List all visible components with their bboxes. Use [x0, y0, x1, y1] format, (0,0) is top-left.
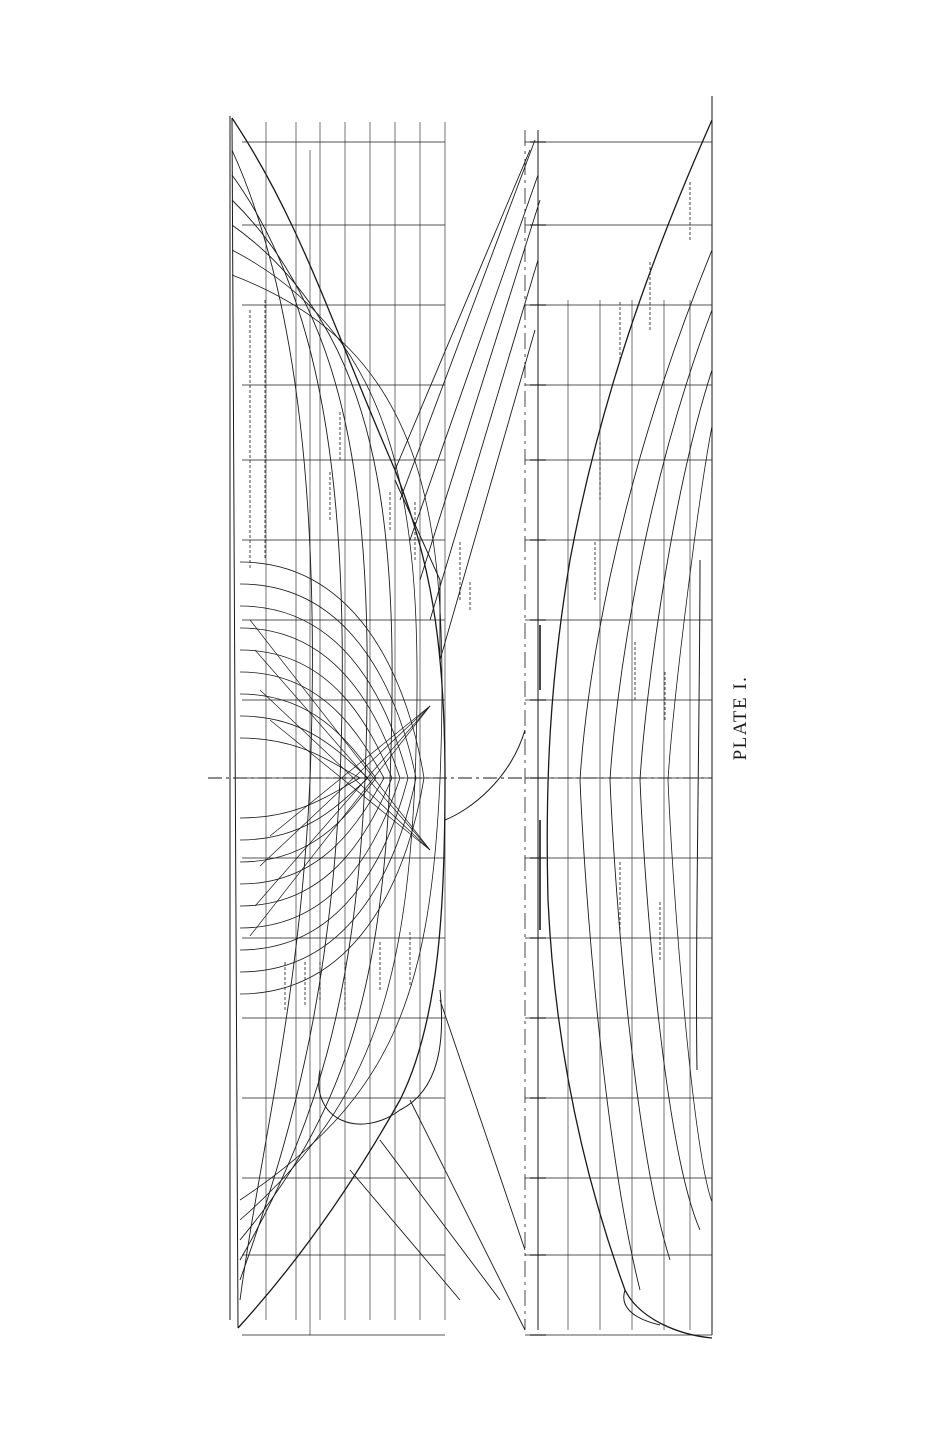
- body-plan-ray: [269, 705, 431, 837]
- body-plan-ray: [259, 705, 431, 867]
- hull-sheer-outline: [546, 119, 713, 1339]
- waterline-curve: [231, 224, 393, 1241]
- body-plan-ray: [254, 649, 431, 851]
- waterline-curve: [231, 174, 343, 1281]
- body-plan-section-aft: [239, 777, 401, 929]
- deadwood-curve: [444, 729, 526, 821]
- sheer-waterline-curve: [609, 309, 713, 1261]
- body-plan-ray: [254, 705, 431, 907]
- sheer-waterline-curve: [579, 249, 713, 1291]
- sheer-waterline-curve: [667, 425, 713, 1203]
- diagonal-line: [429, 259, 539, 621]
- stern-profile: [623, 1289, 661, 1326]
- body-plan-section-fwd: [239, 561, 425, 779]
- body-plan-section-fwd: [239, 693, 377, 779]
- body-plan-ray: [249, 619, 431, 851]
- waterline-curve: [231, 274, 443, 1201]
- diagonal-line: [394, 149, 531, 471]
- diagonal-line: [419, 199, 541, 581]
- stem-detail: [394, 479, 441, 660]
- diagonal-line: [409, 1099, 526, 1331]
- diagonal-line: [439, 329, 536, 661]
- hull-centerline-edge: [231, 117, 239, 1329]
- body-plan-ray: [269, 719, 431, 851]
- drawing-grid: [208, 96, 713, 1336]
- body-plan-section-fwd: [239, 737, 361, 779]
- body-plan-section-aft: [239, 777, 385, 885]
- rudder-outline: [318, 989, 443, 1125]
- waterline-curve: [231, 149, 313, 1301]
- keel-profile: [696, 559, 701, 1071]
- diagonal-line: [399, 139, 536, 501]
- body-plan-ray: [249, 705, 431, 937]
- body-plan-section-aft: [239, 777, 369, 841]
- body-plan-section-aft: [239, 777, 409, 951]
- body-plan-section-fwd: [239, 671, 385, 779]
- body-plan-section-aft: [239, 777, 377, 863]
- body-plan-section-fwd: [239, 583, 417, 779]
- waterline-curve: [231, 249, 418, 1221]
- body-plan-section-fwd: [239, 627, 401, 779]
- plate-caption: PLATE I.: [730, 675, 751, 761]
- diagonal-line: [439, 999, 526, 1251]
- body-plan-section-aft: [239, 777, 361, 819]
- diagonal-line: [379, 1139, 501, 1301]
- body-plan-ray: [259, 689, 431, 851]
- sheer-waterline-curve: [639, 369, 713, 1231]
- body-plan-section-fwd: [239, 715, 369, 779]
- diagonal-line: [349, 1169, 461, 1301]
- body-plan-section-aft: [239, 777, 417, 973]
- drawing-notes: [249, 180, 691, 1010]
- waterline-curve: [231, 199, 368, 1261]
- body-plan-section-fwd: [239, 605, 409, 779]
- body-plan-section-fwd: [239, 649, 393, 779]
- body-plan-section-aft: [239, 777, 393, 907]
- drawing-curves: [231, 117, 713, 1339]
- diagonal-line: [409, 174, 539, 541]
- hull-halfbreadth-outline: [231, 117, 446, 1329]
